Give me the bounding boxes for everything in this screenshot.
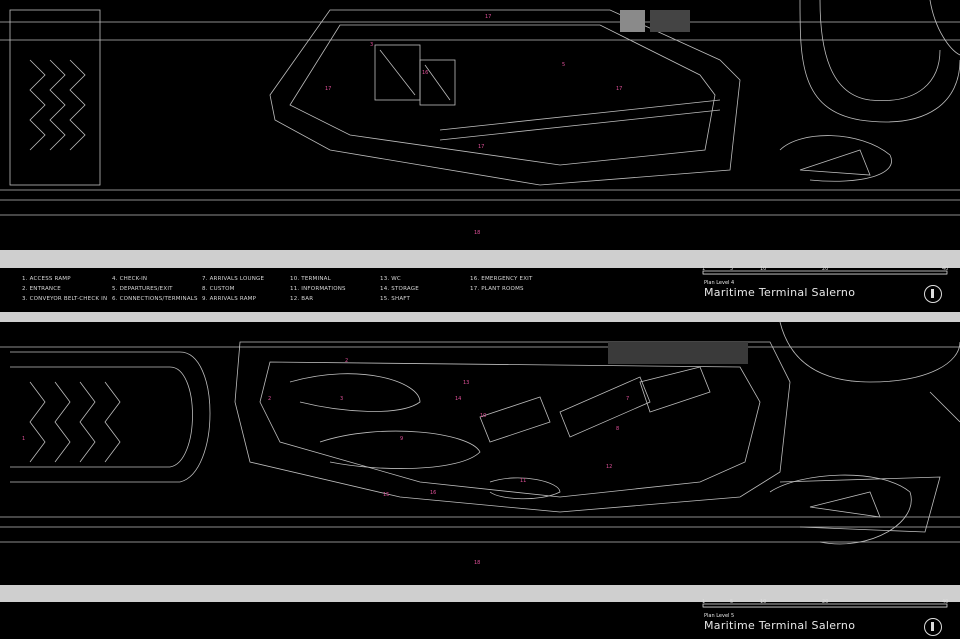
floor-plan-level-5: 1 2 2 3 13 14 10 7 8 9 11 12 15 16 18 <box>0 322 960 566</box>
room-number: 5 <box>562 62 565 68</box>
room-number: 9 <box>400 436 403 442</box>
legend-item: 11. INFORMATIONS <box>290 286 346 292</box>
legend-item: 14. STORAGE <box>380 286 419 292</box>
scale-tick: 20 <box>822 599 829 605</box>
room-number: 18 <box>474 230 480 236</box>
room-number: 14 <box>455 396 461 402</box>
title-block-level-4: Plan Level 4 Maritime Terminal Salerno <box>704 280 855 299</box>
legend-item: 1. ACCESS RAMP <box>22 276 71 282</box>
scale-tick: 10 <box>760 599 767 605</box>
room-number: 15 <box>383 492 389 498</box>
legend-item: 3. CONVEYOR BELT-CHECK IN <box>22 296 108 302</box>
room-number: 1 <box>22 436 25 442</box>
legend-item: 12. BAR <box>290 296 314 302</box>
legend-item: 13. WC <box>380 276 401 282</box>
scale-tick: 5 <box>730 266 734 272</box>
legend-item: 10. TERMINAL <box>290 276 331 282</box>
room-number: 16 <box>430 490 436 496</box>
room-number: 2 <box>345 358 348 364</box>
plan-level-label: Plan Level 4 <box>704 280 735 286</box>
room-number: 18 <box>474 560 480 566</box>
plan-level-label: Plan Level 5 <box>704 613 735 619</box>
separator-band-middle <box>0 312 960 322</box>
floor-plan-level-4: 17 3 5 16 17 17 17 18 <box>0 0 960 236</box>
room-number: 10 <box>480 413 486 419</box>
room-number: 12 <box>606 464 612 470</box>
legend-item: 7. ARRIVALS LOUNGE <box>202 276 265 282</box>
scale-tick: 40 <box>942 599 949 605</box>
legend-item: 5. DEPARTURES/EXIT <box>112 286 173 292</box>
legend-item: 2. ENTRANCE <box>22 286 61 292</box>
room-number: 13 <box>463 380 469 386</box>
legend-item: 8. CUSTOM <box>202 286 235 292</box>
legend-item: 9. ARRIVALS RAMP <box>202 296 257 302</box>
room-number: 17 <box>616 86 622 92</box>
title-block-level-5: Plan Level 5 Maritime Terminal Salerno <box>704 613 855 632</box>
legend-item: 17. PLANT ROOMS <box>470 286 524 292</box>
room-number: 17 <box>478 144 484 150</box>
scale-tick: 1 <box>702 599 706 605</box>
legend-item: 6. CONNECTIONS/TERMINALS <box>112 296 198 302</box>
room-number: 7 <box>626 396 629 402</box>
scale-tick: 40 <box>942 266 949 272</box>
room-number: 11 <box>520 478 526 484</box>
separator-band-top <box>0 250 960 268</box>
room-number: 17 <box>325 86 331 92</box>
legend-item: 16. EMERGENCY EXIT <box>470 276 533 282</box>
room-number: 3 <box>370 42 373 48</box>
scale-tick: 20 <box>822 266 829 272</box>
room-number: 3 <box>340 396 343 402</box>
room-number: 17 <box>485 14 491 20</box>
room-number: 2 <box>268 396 271 402</box>
plan-title: Maritime Terminal Salerno <box>704 619 856 632</box>
room-number: 16 <box>422 70 428 76</box>
scale-tick: 1 <box>702 266 706 272</box>
north-arrow-icon <box>924 285 942 303</box>
scale-tick: 10 <box>760 266 767 272</box>
north-arrow-icon <box>924 618 942 636</box>
separator-band-bottom <box>0 585 960 602</box>
plan-title: Maritime Terminal Salerno <box>704 286 856 299</box>
legend-item: 4. CHECK-IN <box>112 276 148 282</box>
legend-item: 15. SHAFT <box>380 296 411 302</box>
scale-tick: 5 <box>730 599 734 605</box>
room-number: 8 <box>616 426 619 432</box>
legend: 1. ACCESS RAMP 2. ENTRANCE 3. CONVEYOR B… <box>22 276 682 306</box>
